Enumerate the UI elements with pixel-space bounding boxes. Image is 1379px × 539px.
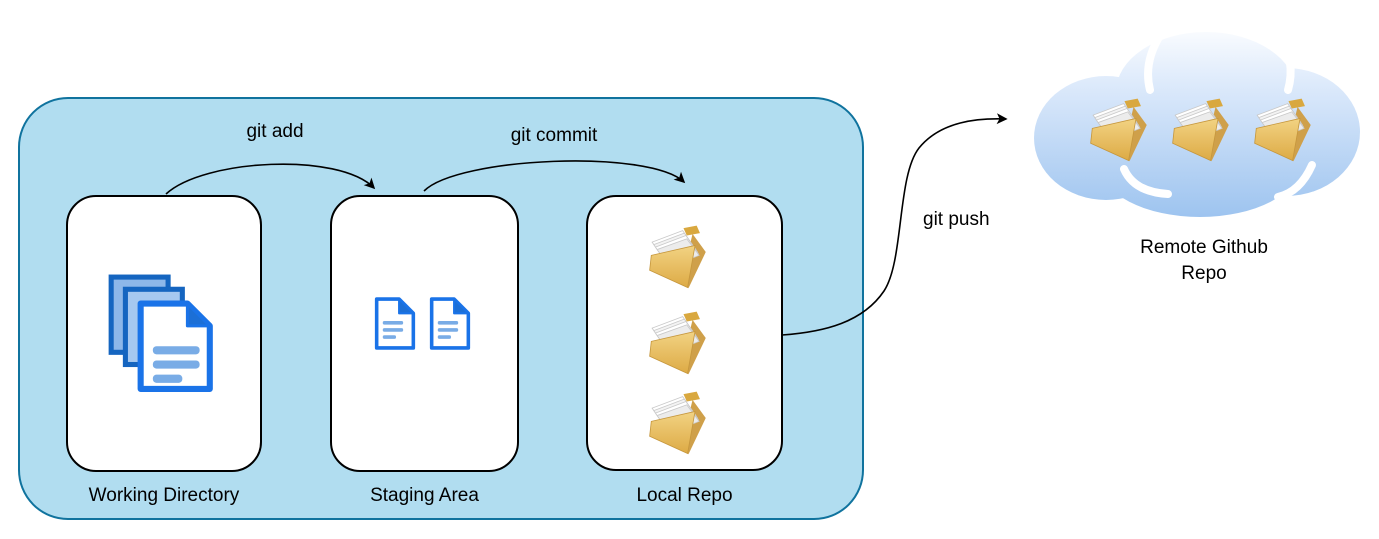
folder-icon xyxy=(646,224,716,290)
folder-icon xyxy=(1250,97,1322,163)
working-directory-label: Working Directory xyxy=(88,485,240,506)
folder-icon xyxy=(1086,97,1158,163)
folder-icon xyxy=(1168,97,1240,163)
document-stack-icon xyxy=(106,272,218,394)
document-icon xyxy=(372,296,418,351)
git-push-label: git push xyxy=(923,209,990,230)
folder-icon xyxy=(646,310,716,376)
git-commit-label: git commit xyxy=(510,125,598,146)
remote-repo-label: Remote Github Repo xyxy=(1140,237,1268,284)
folder-icon xyxy=(646,390,716,456)
staging-area-label: Staging Area xyxy=(370,485,479,506)
cloud-slash-lines xyxy=(1120,30,1316,201)
local-repo-label: Local Repo xyxy=(636,485,733,506)
document-icon xyxy=(427,296,473,351)
staging-area-box xyxy=(330,195,519,472)
git-add-label: git add xyxy=(246,121,304,142)
